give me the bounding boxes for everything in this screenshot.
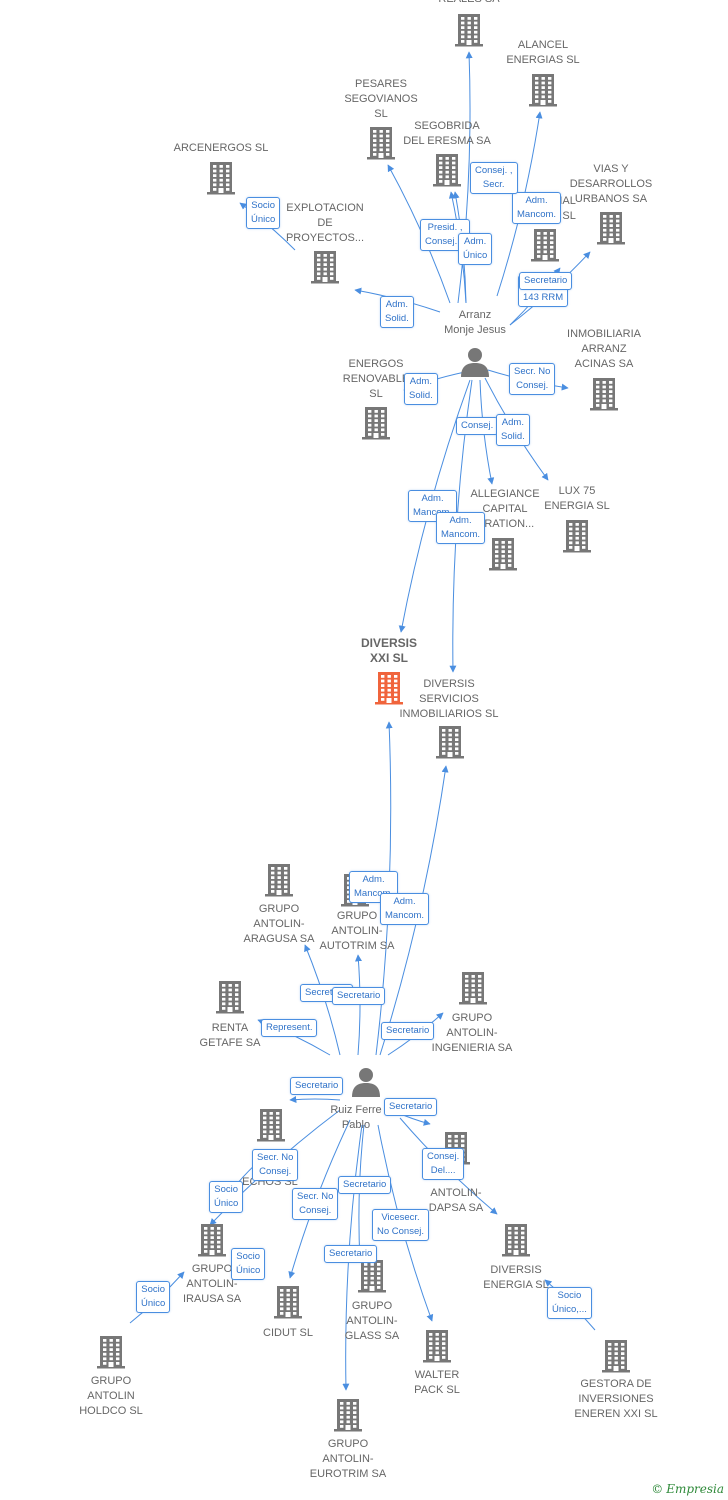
edge-role-label[interactable]: Socio Único,...	[547, 1287, 592, 1319]
person-icon[interactable]	[350, 1066, 382, 1098]
edge-role-label[interactable]: Secretario	[381, 1022, 435, 1040]
company-building-icon[interactable]	[596, 211, 626, 245]
company-building-icon[interactable]	[454, 13, 484, 47]
company-building-icon[interactable]	[215, 980, 245, 1014]
edge-role-label[interactable]: Consej. Del....	[422, 1148, 465, 1180]
company-building-icon[interactable]	[357, 1259, 387, 1293]
company-building-icon[interactable]	[432, 153, 462, 187]
company-building-icon[interactable]	[488, 537, 518, 571]
company-building-icon[interactable]	[530, 228, 560, 262]
company-label-alancel[interactable]: ALANCEL ENERGIAS SL	[506, 39, 580, 66]
focus-company-building-icon[interactable]	[374, 671, 404, 705]
company-building-icon[interactable]	[528, 73, 558, 107]
company-label-vias[interactable]: VIAS Y DESARROLLOS URBANOS SA	[569, 163, 653, 205]
company-building-icon[interactable]	[333, 1398, 363, 1432]
company-label-dapsa[interactable]: ANTOLIN- DAPSA SA	[428, 1187, 484, 1214]
edge-role-label[interactable]: Secr. No Consej.	[252, 1149, 299, 1181]
company-building-icon[interactable]	[197, 1223, 227, 1257]
company-building-icon[interactable]	[256, 1108, 286, 1142]
edge-role-label[interactable]: Adm. Mancom.	[512, 192, 562, 224]
edge-role-label[interactable]: Socio Único	[209, 1181, 244, 1213]
company-label-ingenieria[interactable]: GRUPO ANTOLIN- INGENIERIA SA	[431, 1012, 513, 1054]
company-label-walter[interactable]: WALTER PACK SL	[414, 1369, 460, 1396]
company-label-reales[interactable]: REALES SA	[399, 0, 539, 7]
company-building-icon[interactable]	[501, 1223, 531, 1257]
person-label-ruiz[interactable]: Ruiz Ferre Pablo	[330, 1104, 382, 1131]
company-building-icon[interactable]	[310, 250, 340, 284]
edge-role-label[interactable]: Socio Único	[231, 1248, 266, 1280]
company-label-cidut[interactable]: CIDUT SL	[263, 1327, 313, 1339]
edge-role-label[interactable]: Adm. Mancom.	[436, 512, 486, 544]
person-label-arranz[interactable]: Arranz Monje Jesus	[444, 309, 506, 336]
company-building-icon[interactable]	[273, 1285, 303, 1319]
company-building-icon[interactable]	[422, 1329, 452, 1363]
person-icon[interactable]	[459, 346, 491, 378]
company-label-aragusa[interactable]: GRUPO ANTOLIN- ARAGUSA SA	[243, 903, 315, 945]
brand-name: Empresia	[666, 1482, 724, 1496]
company-label-irausa[interactable]: GRUPO ANTOLIN- IRAUSA SA	[182, 1263, 242, 1305]
company-label-gestora[interactable]: GESTORA DE INVERSIONES ENEREN XXI SL	[574, 1378, 658, 1420]
copyright-symbol: ©	[651, 1482, 664, 1496]
company-building-icon[interactable]	[589, 377, 619, 411]
company-label-diversis_serv[interactable]: DIVERSIS SERVICIOS INMOBILIARIOS SL	[399, 678, 499, 720]
company-building-icon[interactable]	[361, 406, 391, 440]
company-label-lux75[interactable]: LUX 75 ENERGIA SL	[544, 485, 610, 512]
edge-role-label[interactable]: Adm. Solid.	[404, 373, 438, 405]
company-label-renta[interactable]: RENTA GETAFE SA	[199, 1022, 261, 1049]
company-label-glass[interactable]: GRUPO ANTOLIN- GLASS SA	[344, 1300, 400, 1342]
company-label-allegiance[interactable]: ALLEGIANCE CAPITAL ORATION...	[470, 488, 540, 530]
edge-arranz-to-reales	[457, 51, 473, 304]
company-label-eurotrim[interactable]: GRUPO ANTOLIN- EUROTRIM SA	[309, 1438, 387, 1480]
edge-role-label[interactable]: Secretario	[338, 1176, 392, 1194]
company-label-inmobiliaria_arranz[interactable]: INMOBILIARIA ARRANZ ACINAS SA	[567, 328, 641, 370]
company-building-icon[interactable]	[96, 1335, 126, 1369]
company-label-diversis_energia[interactable]: DIVERSIS ENERGIA SL	[483, 1264, 549, 1291]
edge-role-label[interactable]: Adm. Único	[458, 233, 493, 265]
edge-role-label[interactable]: Adm. Mancom.	[380, 893, 430, 925]
edge-role-label[interactable]: Secretario	[519, 272, 573, 290]
company-label-energos[interactable]: ENERGOS RENOVABLE SL	[342, 358, 410, 400]
company-building-icon[interactable]	[206, 161, 236, 195]
edge-ruiz-to-autotrim	[355, 954, 362, 1056]
company-label-arcenergos[interactable]: ARCENERGOS SL	[173, 142, 269, 154]
edge-role-label[interactable]: Secr. No Consej.	[292, 1188, 339, 1220]
company-label-holdco[interactable]: GRUPO ANTOLIN HOLDCO SL	[79, 1375, 143, 1417]
company-building-icon[interactable]	[562, 519, 592, 553]
edge-role-label[interactable]: Consej. , Secr.	[470, 162, 518, 194]
footer-brand: ©Empresia	[651, 1482, 724, 1496]
company-label-segobrida[interactable]: SEGOBRIDA DEL ERESMA SA	[403, 120, 491, 147]
company-label-autotrim[interactable]: GRUPO ANTOLIN- AUTOTRIM SA	[319, 910, 395, 952]
edge-role-label[interactable]: Secretario	[384, 1098, 438, 1116]
edge-role-label[interactable]: Secretario	[324, 1245, 378, 1263]
edge-role-label[interactable]: Represent.	[261, 1019, 318, 1037]
company-building-icon[interactable]	[458, 971, 488, 1005]
edge-role-label[interactable]: Secretario	[290, 1077, 344, 1095]
edge-role-label[interactable]: Vicesecr. No Consej.	[372, 1209, 429, 1241]
edge-role-label[interactable]: Secr. No Consej.	[509, 363, 556, 395]
company-label-explotacion[interactable]: EXPLOTACION DE PROYECTOS...	[285, 202, 365, 244]
company-building-icon[interactable]	[601, 1339, 631, 1373]
edge-ruiz-to-recubrimientos	[289, 1096, 341, 1103]
company-label-diversis[interactable]: DIVERSIS XXI SL	[360, 636, 417, 665]
edge-role-label[interactable]: Socio Único	[136, 1281, 171, 1313]
edge-role-label[interactable]: Adm. Mancom.	[349, 871, 399, 903]
company-building-icon[interactable]	[435, 725, 465, 759]
edge-role-label[interactable]: Consej.	[456, 417, 499, 435]
company-building-icon[interactable]	[264, 863, 294, 897]
edge-role-label[interactable]: Adm. Solid.	[380, 296, 414, 328]
company-building-icon[interactable]	[366, 126, 396, 160]
edge-role-label[interactable]: Secretario	[332, 987, 386, 1005]
edge-role-label[interactable]: Socio Único	[246, 197, 281, 229]
company-label-pesares[interactable]: PESARES SEGOVIANOS SL	[344, 78, 418, 120]
edge-role-label[interactable]: Adm. Solid.	[496, 414, 530, 446]
